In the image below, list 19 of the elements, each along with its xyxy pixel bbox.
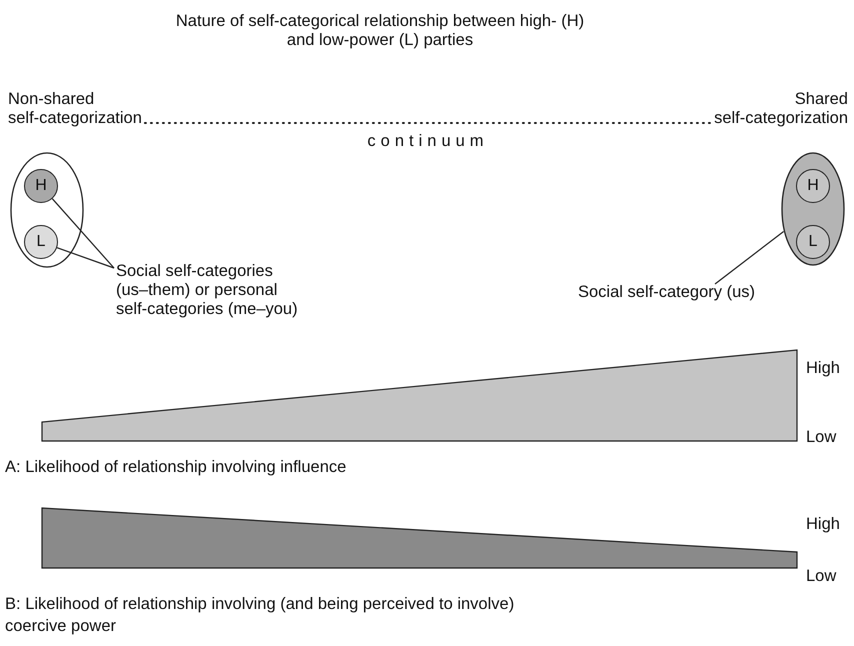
scale-caption: B: Likelihood of relationship involving (and being perceived to involve) coercive power <box>5 594 516 637</box>
dotted-line <box>144 122 712 124</box>
increasing-wedge <box>41 349 798 442</box>
category-label: Shared self-categorization <box>714 90 848 128</box>
leader-line <box>52 198 114 268</box>
category-label: Social self-category (us) <box>578 283 756 302</box>
scale-label: Low <box>806 427 836 448</box>
scale-label: High <box>806 514 840 535</box>
group-ellipse <box>10 152 84 268</box>
category-label: Social self-categories (us–them) or personal self-categories (me–you) <box>116 262 324 319</box>
group-ellipse <box>781 152 845 266</box>
scale-label: Low <box>806 566 836 587</box>
diagram-title: Nature of self-categorical relationship between high- (H) and low-power (L) parties <box>174 12 586 50</box>
category-label: Non-shared self-categorization <box>8 90 142 128</box>
scale-label: High <box>806 358 840 379</box>
leader-line <box>714 231 784 284</box>
decreasing-wedge <box>41 507 798 569</box>
leader-line <box>56 247 114 269</box>
scale-caption: A: Likelihood of relationship involving influence <box>5 457 348 478</box>
